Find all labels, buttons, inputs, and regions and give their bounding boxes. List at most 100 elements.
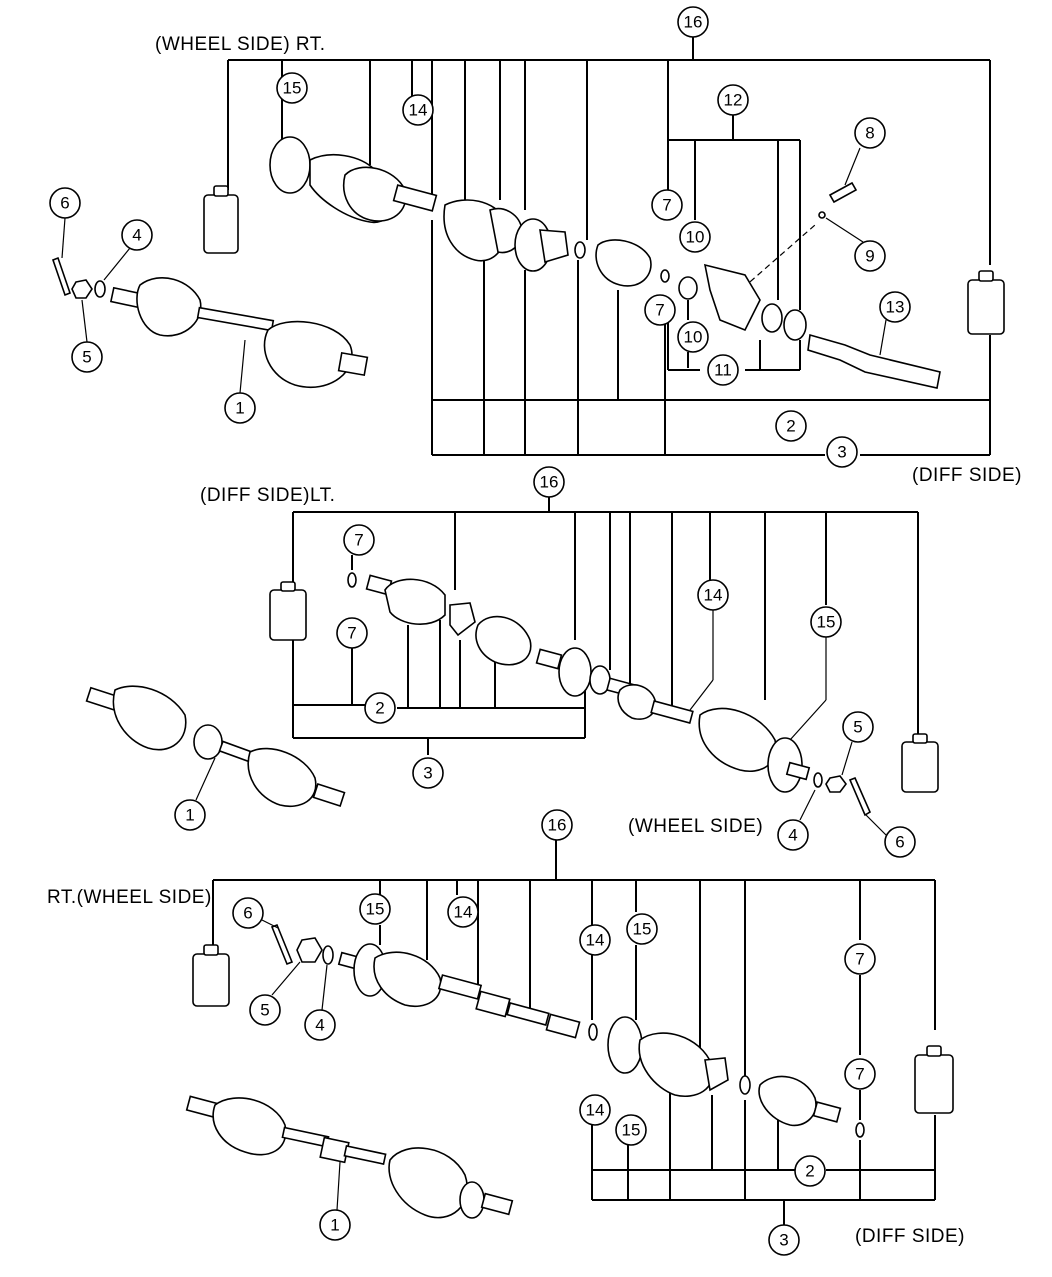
top-grease-cans (203, 185, 1005, 335)
top-left-hardware (51, 256, 106, 299)
callout-15-middle: 15 (810, 606, 842, 638)
top-diff-side-label: (DIFF SIDE) (912, 465, 1022, 486)
svg-text:14: 14 (586, 1101, 605, 1120)
callout-14-top: 14 (402, 94, 434, 126)
middle-side-label: (DIFF SIDE)LT. (200, 485, 335, 506)
svg-text:11: 11 (714, 361, 732, 380)
svg-text:7: 7 (855, 1065, 864, 1084)
callout-16-middle: 16 (533, 466, 565, 498)
svg-text:1: 1 (330, 1216, 339, 1235)
callout-7a-top: 7 (651, 189, 683, 221)
svg-text:15: 15 (283, 79, 302, 98)
callout-11-top: 11 (707, 354, 739, 386)
svg-text:12: 12 (724, 91, 743, 110)
top-callouts: 16 15 14 12 8 9 7 10 7 10 11 13 6 4 5 1 … (49, 6, 911, 468)
svg-text:4: 4 (315, 1016, 324, 1035)
svg-text:1: 1 (235, 399, 244, 418)
middle-grease-cans (269, 581, 939, 793)
callout-4-middle: 4 (777, 819, 809, 851)
svg-text:3: 3 (837, 443, 846, 462)
callout-14-middle: 14 (697, 579, 729, 611)
callout-5-middle: 5 (842, 711, 874, 743)
svg-text:15: 15 (622, 1121, 641, 1140)
middle-exploded-parts (347, 572, 872, 817)
svg-text:10: 10 (686, 228, 705, 247)
svg-text:16: 16 (548, 816, 567, 835)
callout-13-top: 13 (879, 291, 911, 323)
svg-text:10: 10 (684, 328, 703, 347)
bottom-exploded-parts (270, 923, 865, 1138)
bottom-bracket-lines (212, 840, 936, 1225)
svg-text:3: 3 (423, 764, 432, 783)
callout-1-top: 1 (224, 392, 256, 424)
callout-5-top: 5 (71, 341, 103, 373)
callout-10b-top: 10 (677, 321, 709, 353)
callout-6-middle: 6 (884, 826, 916, 858)
svg-text:2: 2 (786, 417, 795, 436)
callout-12-top: 12 (717, 84, 749, 116)
svg-text:15: 15 (633, 920, 652, 939)
top-bracket-lines (227, 35, 991, 456)
callout-7b-middle: 7 (336, 617, 368, 649)
top-exploded-parts (269, 136, 941, 389)
callout-15-top: 15 (276, 72, 308, 104)
callout-14b-bottom: 14 (579, 924, 611, 956)
bottom-callouts: 16 6 15 14 14 15 7 7 5 4 14 15 2 3 1 (232, 809, 876, 1256)
middle-axle-assembly (85, 685, 346, 807)
callout-5-bottom: 5 (249, 994, 281, 1026)
svg-text:4: 4 (788, 826, 797, 845)
callout-14a-bottom: 14 (447, 896, 479, 928)
callout-6-top: 6 (49, 187, 81, 219)
svg-text:14: 14 (409, 101, 428, 120)
middle-bracket-lines (292, 497, 919, 755)
callout-2-bottom: 2 (794, 1155, 826, 1187)
svg-text:6: 6 (895, 833, 904, 852)
svg-text:9: 9 (865, 247, 874, 266)
svg-text:7: 7 (347, 624, 356, 643)
callout-6-bottom: 6 (232, 897, 264, 929)
callout-1-bottom: 1 (319, 1209, 351, 1241)
svg-text:14: 14 (454, 903, 473, 922)
middle-wheel-side-label: (WHEEL SIDE) (628, 816, 763, 837)
callout-14c-bottom: 14 (579, 1094, 611, 1126)
svg-text:6: 6 (60, 194, 69, 213)
svg-text:14: 14 (586, 931, 605, 950)
callout-2-top: 2 (775, 410, 807, 442)
svg-text:7: 7 (354, 531, 363, 550)
callout-2-middle: 2 (364, 692, 396, 724)
callout-16-top: 16 (677, 6, 709, 38)
bottom-grease-cans (192, 944, 954, 1114)
top-side-label: (WHEEL SIDE) RT. (155, 34, 326, 55)
middle-callouts: 16 7 7 2 3 14 15 5 4 6 1 (174, 466, 916, 858)
callout-15c-bottom: 15 (615, 1114, 647, 1146)
svg-text:5: 5 (853, 718, 862, 737)
callout-4-bottom: 4 (304, 1009, 336, 1041)
callout-7b-top: 7 (644, 294, 676, 326)
svg-text:16: 16 (540, 473, 559, 492)
callout-7a-bottom: 7 (844, 943, 876, 975)
callout-1-middle: 1 (174, 799, 206, 831)
bottom-side-label: RT.(WHEEL SIDE) (47, 887, 212, 908)
callout-15b-bottom: 15 (626, 913, 658, 945)
svg-text:4: 4 (132, 226, 141, 245)
callout-15a-bottom: 15 (359, 893, 391, 925)
svg-text:3: 3 (779, 1231, 788, 1250)
svg-text:2: 2 (375, 699, 384, 718)
callout-3-bottom: 3 (768, 1224, 800, 1256)
svg-text:1: 1 (185, 806, 194, 825)
svg-text:2: 2 (805, 1162, 814, 1181)
svg-text:7: 7 (855, 950, 864, 969)
svg-text:16: 16 (684, 13, 703, 32)
svg-text:6: 6 (243, 904, 252, 923)
top-axle-assembly (109, 276, 369, 388)
callout-3-middle: 3 (412, 757, 444, 789)
svg-text:5: 5 (260, 1001, 269, 1020)
svg-text:15: 15 (366, 900, 385, 919)
svg-text:15: 15 (817, 613, 836, 632)
svg-text:13: 13 (886, 298, 905, 317)
svg-text:8: 8 (865, 124, 874, 143)
bottom-axle-assembly (185, 1095, 514, 1219)
callout-8-top: 8 (854, 117, 886, 149)
